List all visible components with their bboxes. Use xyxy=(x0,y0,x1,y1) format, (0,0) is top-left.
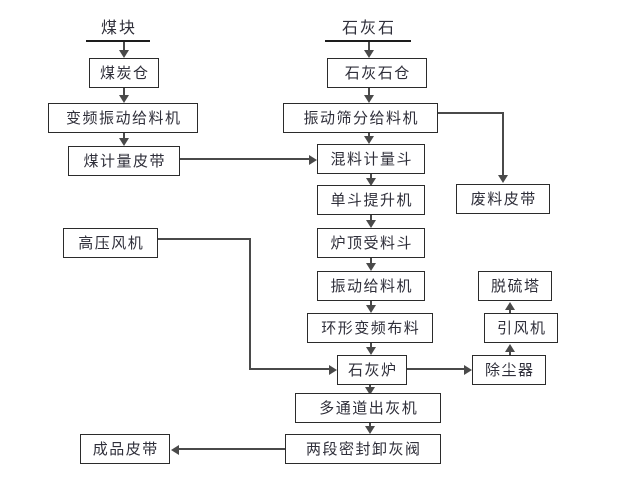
conn-screen-to-waste-belt-h xyxy=(438,112,504,114)
node-mix-weigh-hopper-label: 混料计量斗 xyxy=(330,149,413,168)
conn-blower-to-kiln-h1 xyxy=(158,238,251,240)
conn-weigh-belt-to-mix-hopper xyxy=(180,158,310,160)
node-ash-discharger[interactable]: 多通道出灰机 xyxy=(295,393,441,423)
node-coal-weigh-belt-label: 煤计量皮带 xyxy=(83,151,166,170)
node-coal-weigh-belt[interactable]: 煤计量皮带 xyxy=(68,146,180,176)
node-vfd-vibro-feeder-label: 变频振动给料机 xyxy=(65,108,182,127)
node-lime-kiln[interactable]: 石灰炉 xyxy=(337,355,407,385)
node-induced-draft-fan-label: 引风机 xyxy=(496,318,547,337)
conn-bin-to-vfd-feeder xyxy=(123,88,125,96)
arrowhead-blower-to-kiln xyxy=(329,365,337,375)
conn-valve-to-product-belt xyxy=(179,448,286,450)
node-coal-bin[interactable]: 煤炭仓 xyxy=(89,58,159,88)
conn-mix-hopper-to-elevator xyxy=(370,174,372,179)
node-bucket-elevator[interactable]: 单斗提升机 xyxy=(317,185,425,215)
limestone-header-label: 石灰石 xyxy=(341,18,396,37)
node-mix-weigh-hopper[interactable]: 混料计量斗 xyxy=(317,144,425,174)
conn-limestone-header-to-bin xyxy=(368,42,370,52)
node-dust-collector-label: 除尘器 xyxy=(484,360,535,379)
conn-vfd-feeder-to-weigh-belt xyxy=(123,133,125,139)
arrowhead-kiln-to-ash-discharger xyxy=(365,387,375,395)
node-screen-feeder-label: 振动筛分给料机 xyxy=(303,108,419,127)
node-furnace-top-hopper[interactable]: 炉顶受料斗 xyxy=(317,228,425,258)
conn-blower-to-kiln-v xyxy=(249,238,251,369)
conn-discharger-to-valve xyxy=(369,423,371,428)
node-seal-ash-valve[interactable]: 两段密封卸灰阀 xyxy=(285,434,441,464)
conn-distributor-to-kiln xyxy=(370,343,372,349)
arrowhead-screen-to-mix-hopper xyxy=(364,136,374,144)
conn-limestone-bin-to-screen xyxy=(368,88,370,96)
node-limestone-bin-label: 石灰石仓 xyxy=(344,63,411,82)
node-seal-ash-valve-label: 两段密封卸灰阀 xyxy=(305,439,422,458)
arrowhead-elevator-to-top-hopper xyxy=(366,220,376,228)
conn-feeder-to-distributor xyxy=(370,301,372,307)
conn-kiln-to-dust-collector xyxy=(407,368,465,370)
arrowhead-feeder-to-distributor xyxy=(366,305,376,313)
node-induced-draft-fan[interactable]: 引风机 xyxy=(484,313,558,343)
node-coal-bin-label: 煤炭仓 xyxy=(99,63,150,82)
conn-top-hopper-to-feeder xyxy=(370,258,372,265)
conn-fan-to-tower xyxy=(509,308,511,313)
conn-elevator-to-top-hopper xyxy=(370,215,372,222)
node-limestone-bin[interactable]: 石灰石仓 xyxy=(327,58,427,88)
node-vibro-feeder-label: 振动给料机 xyxy=(330,276,413,295)
node-vfd-vibro-feeder[interactable]: 变频振动给料机 xyxy=(48,103,198,133)
node-hp-blower[interactable]: 高压风机 xyxy=(63,228,158,258)
arrowhead-top-hopper-to-feeder xyxy=(366,263,376,271)
arrowhead-fan-to-tower xyxy=(505,302,515,310)
arrowhead-vfd-feeder-to-weigh-belt xyxy=(119,138,129,146)
arrowhead-mix-hopper-to-elevator xyxy=(366,178,376,186)
limestone-header: 石灰石 xyxy=(325,16,411,42)
node-hp-blower-label: 高压风机 xyxy=(78,233,145,252)
node-ring-vfd-distributor-label: 环形变频布料 xyxy=(321,318,421,337)
coal-header-label: 煤块 xyxy=(100,18,137,37)
arrowhead-coal-header-to-bin xyxy=(119,50,129,58)
node-waste-belt[interactable]: 废料皮带 xyxy=(456,184,550,214)
node-product-belt[interactable]: 成品皮带 xyxy=(80,434,170,464)
conn-blower-to-kiln-h2 xyxy=(249,368,330,370)
node-vibro-feeder[interactable]: 振动给料机 xyxy=(317,271,425,301)
conn-coal-header-to-bin xyxy=(123,42,125,52)
conn-screen-to-waste-belt-v xyxy=(502,112,504,176)
arrowhead-kiln-to-dust-collector xyxy=(464,365,472,375)
node-desulfur-tower[interactable]: 脱硫塔 xyxy=(478,271,552,301)
arrowhead-limestone-bin-to-screen xyxy=(364,95,374,103)
coal-header: 煤块 xyxy=(86,16,150,42)
arrowhead-weigh-belt-to-mix-hopper xyxy=(309,155,317,165)
conn-screen-to-mix-hopper xyxy=(368,133,370,137)
arrowhead-screen-to-waste-belt xyxy=(498,175,508,183)
arrowhead-limestone-header-to-bin xyxy=(364,50,374,58)
node-screen-feeder[interactable]: 振动筛分给料机 xyxy=(283,103,438,133)
arrowhead-discharger-to-valve xyxy=(365,426,375,434)
node-ash-discharger-label: 多通道出灰机 xyxy=(319,398,419,417)
arrowhead-dust-to-fan xyxy=(505,344,515,352)
arrowhead-bin-to-vfd-feeder xyxy=(119,95,129,103)
node-waste-belt-label: 废料皮带 xyxy=(470,189,537,208)
node-bucket-elevator-label: 单斗提升机 xyxy=(330,190,413,209)
node-product-belt-label: 成品皮带 xyxy=(92,439,159,458)
conn-dust-to-fan xyxy=(509,350,511,355)
node-furnace-top-hopper-label: 炉顶受料斗 xyxy=(330,233,413,252)
node-ring-vfd-distributor[interactable]: 环形变频布料 xyxy=(307,313,433,343)
arrowhead-valve-to-product-belt xyxy=(171,445,179,455)
node-lime-kiln-label: 石灰炉 xyxy=(347,360,398,379)
node-desulfur-tower-label: 脱硫塔 xyxy=(490,276,541,295)
node-dust-collector[interactable]: 除尘器 xyxy=(472,355,546,385)
arrowhead-distributor-to-kiln xyxy=(366,347,376,355)
